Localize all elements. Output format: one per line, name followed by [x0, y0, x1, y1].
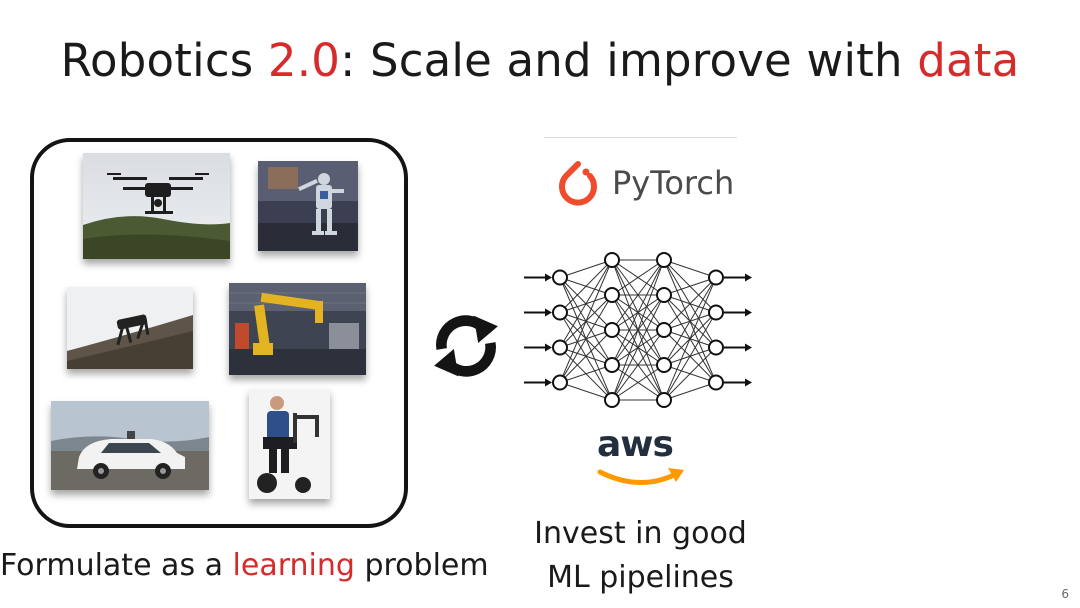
network-node	[656, 322, 672, 338]
pytorch-flame-icon	[559, 161, 597, 206]
network-edge	[611, 259, 665, 331]
network-edge	[663, 312, 717, 401]
network-node	[656, 357, 672, 373]
network-edge	[611, 259, 665, 296]
output-arrow	[724, 273, 752, 282]
network-edge	[611, 329, 665, 401]
network-node	[604, 392, 620, 408]
network-node	[708, 304, 724, 321]
caption-invest: Invest in good ML pipelines	[518, 512, 763, 600]
input-arrow	[524, 343, 552, 352]
network-node	[604, 357, 620, 373]
network-edge	[663, 277, 717, 296]
output-arrow	[724, 308, 752, 317]
network-node	[708, 374, 724, 391]
divider-line	[544, 137, 737, 138]
wheelchair-robot-photo	[249, 389, 330, 499]
network-edge	[611, 259, 665, 366]
aws-wordmark: aws	[597, 424, 674, 465]
network-node	[552, 339, 568, 356]
self-driving-car-photo	[51, 401, 209, 490]
network-node	[604, 322, 620, 338]
caption-right-line-1: Invest in good	[534, 516, 747, 551]
network-node	[552, 269, 568, 286]
network-edge	[611, 259, 665, 401]
caption-formulate: Formulate as a learning problem	[0, 548, 489, 583]
input-arrow	[524, 308, 552, 317]
network-edges	[559, 259, 717, 401]
network-node	[604, 287, 620, 303]
network-node	[708, 339, 724, 356]
page-number: 6	[1061, 587, 1069, 601]
network-edge	[611, 294, 665, 401]
network-node	[656, 287, 672, 303]
network-edge	[663, 382, 717, 401]
title-part-3: : Scale and improve with	[340, 34, 918, 87]
output-arrow	[724, 378, 752, 387]
sync-arrows-icon	[434, 315, 498, 377]
network-edge	[559, 259, 613, 348]
title-part-2: 2.0	[267, 34, 341, 87]
network-node	[552, 304, 568, 321]
network-edge	[559, 259, 613, 383]
quadruped-robot-photo	[67, 287, 193, 369]
network-edge	[663, 347, 717, 401]
input-arrow	[524, 378, 552, 387]
input-arrow	[524, 273, 552, 282]
title-part-1: Robotics	[60, 34, 268, 87]
industrial-arm-photo	[229, 283, 366, 375]
title-part-4: data	[917, 34, 1020, 87]
humanoid-robot-photo	[258, 161, 358, 251]
network-edge	[559, 259, 613, 278]
network-node	[656, 252, 672, 268]
network-edge	[559, 259, 613, 313]
slide-title: Robotics 2.0: Scale and improve with dat…	[0, 34, 1080, 87]
aws-smile-icon	[597, 468, 684, 485]
network-edge	[559, 382, 613, 401]
network-node	[604, 252, 620, 268]
network-node	[552, 374, 568, 391]
caption-right-line-2: ML pipelines	[547, 560, 734, 595]
output-arrow	[724, 343, 752, 352]
network-edge	[611, 364, 665, 401]
network-edge	[663, 277, 717, 401]
network-node	[656, 392, 672, 408]
network-edge	[663, 277, 717, 366]
network-edge	[663, 259, 717, 278]
caption-left-part-2: learning	[232, 548, 355, 583]
network-edge	[559, 329, 613, 383]
caption-left-part-1: Formulate as a	[0, 548, 233, 583]
network-edge	[559, 364, 613, 383]
robot-photo-frame	[30, 138, 408, 528]
network-edge	[663, 277, 717, 331]
neural-network-diagram	[524, 252, 752, 408]
network-node	[708, 269, 724, 286]
caption-left-part-3: problem	[354, 548, 489, 583]
drone-photo	[83, 153, 230, 259]
network-edge	[559, 294, 613, 383]
pytorch-wordmark: PyTorch	[612, 164, 735, 202]
